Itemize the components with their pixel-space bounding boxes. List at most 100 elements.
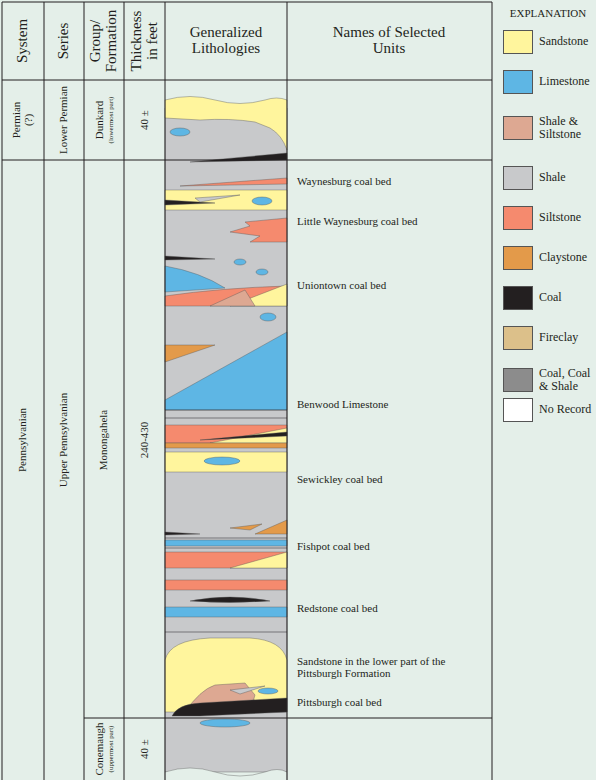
- column-header: Series: [56, 23, 72, 60]
- legend-text: Limestone: [539, 75, 593, 88]
- legend-swatch: [503, 398, 533, 422]
- column-header: Generalized Lithologies: [170, 25, 282, 57]
- rock-unit: [230, 552, 287, 568]
- rock-unit: [230, 524, 262, 530]
- legend-swatch: [503, 166, 533, 190]
- legend-text: Sandstone: [539, 35, 593, 48]
- rule-line: [165, 418, 287, 419]
- rock-unit: [256, 269, 268, 275]
- rule-line: [124, 2, 125, 780]
- rock-unit: [180, 178, 287, 186]
- rock-unit: [165, 97, 287, 151]
- rule-line: [44, 2, 45, 780]
- rule-line: [165, 538, 287, 539]
- rock-unit: [204, 457, 240, 465]
- unit-name: Fishpot coal bed: [297, 541, 370, 553]
- legend-swatch: [503, 206, 533, 230]
- rule-line: [84, 718, 492, 719]
- legend-text: Siltstone: [539, 211, 593, 224]
- rule-line: [165, 632, 287, 633]
- table-cell: Permian (?): [11, 98, 34, 143]
- rule-line: [165, 548, 287, 549]
- rock-unit: [165, 256, 215, 260]
- rock-unit: [230, 218, 287, 242]
- legend-swatch: [503, 246, 533, 270]
- legend-text: Coal, Coal & Shale: [539, 367, 593, 393]
- table-cell: EXPLANATION: [510, 8, 586, 20]
- rock-unit: [234, 259, 246, 265]
- rock-unit: [165, 580, 287, 590]
- column-header: Group/ Formation: [88, 8, 120, 74]
- legend-text: Coal: [539, 291, 593, 304]
- rock-unit: [210, 290, 255, 306]
- table-cell: (lowermost part): [108, 97, 115, 144]
- rock-unit: [165, 768, 287, 780]
- rule-line: [165, 410, 287, 411]
- rule-line: [287, 2, 288, 780]
- rock-unit: [252, 197, 272, 205]
- legend-swatch: [503, 368, 533, 392]
- rule-line: [2, 160, 492, 161]
- column-header: Thickness in feet: [129, 6, 161, 76]
- rock-unit: [165, 345, 215, 362]
- legend-text: Shale: [539, 171, 593, 184]
- rule-line: [165, 2, 166, 780]
- rock-unit: [165, 425, 287, 443]
- rule-line: [2, 2, 3, 780]
- rock-unit: [165, 443, 287, 448]
- table-cell: 240-430: [139, 422, 151, 459]
- rock-unit: [172, 698, 287, 716]
- rock-unit: [170, 128, 190, 136]
- table-cell: Pennsylvanian: [17, 408, 29, 472]
- rock-unit: [200, 719, 250, 727]
- legend-text: Claystone: [539, 251, 593, 264]
- unit-name: Little Waynesburg coal bed: [297, 216, 418, 228]
- rule-line: [2, 80, 492, 81]
- unit-name: Benwood Limestone: [297, 399, 388, 411]
- unit-name: Pittsburgh coal bed: [297, 697, 382, 709]
- table-cell: 40 ±: [139, 110, 151, 130]
- legend-swatch: [503, 30, 533, 54]
- rock-unit: [165, 266, 225, 292]
- legend-swatch: [503, 286, 533, 310]
- rock-unit: [195, 195, 240, 202]
- column-header: System: [15, 19, 31, 63]
- rock-unit: [165, 607, 287, 617]
- legend-text: Fireclay: [539, 331, 593, 344]
- rule-line: [492, 2, 493, 780]
- rock-unit: [190, 153, 287, 162]
- rock-unit: [165, 108, 287, 772]
- rock-unit: [255, 520, 287, 534]
- rock-unit: [165, 532, 200, 535]
- legend-text: No Record: [539, 403, 593, 416]
- unit-name: Uniontown coal bed: [297, 280, 386, 292]
- rock-unit: [165, 190, 287, 210]
- column-header: Names of Selected Units: [322, 25, 457, 57]
- unit-name: Redstone coal bed: [297, 603, 378, 615]
- legend-swatch: [503, 116, 533, 140]
- table-cell: Conemaugh: [94, 722, 106, 775]
- rock-unit: [190, 597, 270, 603]
- rock-unit: [258, 688, 278, 694]
- table-cell: Lower Permian: [58, 86, 70, 154]
- legend-swatch: [503, 70, 533, 94]
- table-lines: [2, 2, 492, 780]
- table-cell: 40 ±: [139, 739, 151, 759]
- lithology: [165, 97, 287, 780]
- table-cell: Dunkard: [94, 101, 106, 140]
- unit-name: Waynesburg coal bed: [297, 176, 391, 188]
- table-cell: (uppermost part): [108, 726, 115, 773]
- rock-unit: [165, 452, 287, 472]
- unit-name: Sewickley coal bed: [297, 474, 383, 486]
- rock-unit: [165, 332, 287, 410]
- rock-unit: [165, 552, 287, 568]
- unit-name: Sandstone in the lower part of the Pitts…: [297, 656, 482, 679]
- table-cell: Monongahela: [98, 410, 110, 470]
- rock-unit: [260, 313, 276, 321]
- rock-unit: [165, 540, 287, 546]
- legend-text: Shale & Siltstone: [539, 115, 593, 141]
- legend-swatch: [503, 326, 533, 350]
- rock-unit: [200, 432, 287, 440]
- rule-line: [2, 2, 492, 3]
